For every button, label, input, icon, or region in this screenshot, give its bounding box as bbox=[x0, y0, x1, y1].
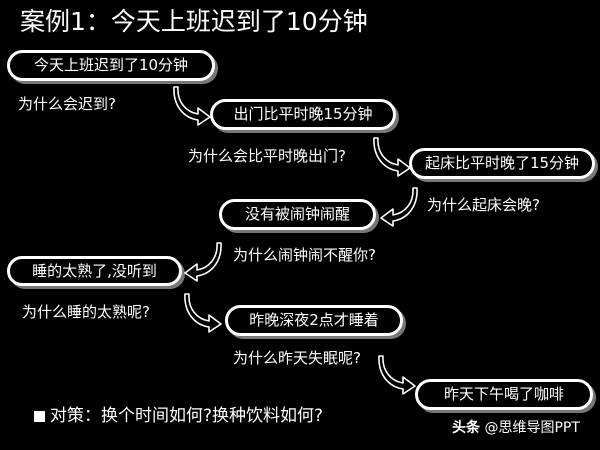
cause-box-7: 昨天下午喝了咖啡 bbox=[415, 379, 593, 410]
strategy-line: 对策：换个时间如何?换种饮料如何? bbox=[34, 405, 323, 427]
watermark: 头条 @思维导图PPT bbox=[452, 418, 580, 438]
why-question-4: 为什么闹钟闹不醒你? bbox=[233, 246, 376, 264]
why-question-1: 为什么会迟到? bbox=[18, 95, 116, 113]
curved-arrow-4 bbox=[184, 242, 222, 282]
strategy-text: 对策：换个时间如何?换种饮料如何? bbox=[50, 406, 324, 426]
cause-box-6: 昨晚深夜2点才睡着 bbox=[225, 305, 403, 336]
curved-arrow-3 bbox=[380, 187, 418, 227]
cause-box-1: 今天上班迟到了10分钟 bbox=[7, 50, 215, 81]
cause-box-3: 起床比平时晚了15分钟 bbox=[409, 148, 595, 179]
curved-arrow-1 bbox=[173, 86, 211, 126]
cause-box-5: 睡的太熟了,没听到 bbox=[7, 256, 182, 286]
curved-arrow-6 bbox=[378, 355, 416, 395]
watermark-brand: 头条 bbox=[452, 420, 480, 436]
square-bullet-icon bbox=[34, 410, 45, 422]
page-title: 案例1：今天上班迟到了10分钟 bbox=[20, 7, 368, 36]
curved-arrow-5 bbox=[184, 293, 222, 333]
curved-arrow-2 bbox=[373, 137, 411, 177]
why-question-6: 为什么昨天失眠呢? bbox=[233, 349, 361, 367]
why-question-5: 为什么睡的太熟呢? bbox=[22, 303, 150, 321]
cause-box-4: 没有被闹钟闹醒 bbox=[219, 199, 376, 230]
why-question-2: 为什么会比平时晚出门? bbox=[188, 147, 346, 165]
cause-box-2: 出门比平时晚15分钟 bbox=[210, 99, 396, 130]
watermark-author: @思维导图PPT bbox=[484, 420, 580, 436]
why-question-3: 为什么起床会晚? bbox=[427, 196, 540, 214]
